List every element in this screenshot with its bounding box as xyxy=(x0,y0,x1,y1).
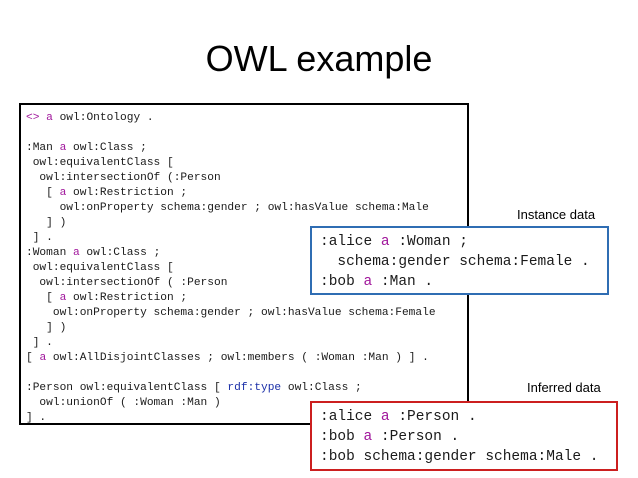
ontology-code-token: <> xyxy=(26,112,47,124)
ontology-code-token: owl:intersectionOf ( :Person xyxy=(26,277,228,289)
instance-code-token: a xyxy=(363,274,373,290)
ontology-code-token: owl:Class ; xyxy=(281,382,362,394)
ontology-code-token: [ xyxy=(26,292,60,304)
ontology-code-token: [ xyxy=(26,352,40,364)
ontology-code-token: owl:Class ; xyxy=(79,247,161,259)
instance-code-line: :alice a :Woman ; xyxy=(320,232,590,252)
ontology-code-line: ] ) xyxy=(26,216,436,231)
instance-data-box xyxy=(310,226,609,295)
ontology-code-token: ] . xyxy=(26,412,47,424)
instance-code-token: :Man . xyxy=(372,274,434,290)
ontology-code-token: owl:equivalentClass [ xyxy=(26,157,174,169)
ontology-code-line xyxy=(26,126,436,141)
inferred-code-line: :alice a :Person . xyxy=(320,407,598,427)
ontology-code-token: a xyxy=(39,352,47,364)
ontology-code-line: [ a owl:AllDisjointClasses ; owl:members… xyxy=(26,351,436,366)
ontology-code-token: rdf:type xyxy=(227,382,282,394)
ontology-code-token: owl:Ontology . xyxy=(52,112,154,124)
ontology-code-token: owl:AllDisjointClasses ; owl:members ( :… xyxy=(46,352,429,364)
slide-title: OWL example xyxy=(205,38,433,79)
ontology-code-token: owl:Class ; xyxy=(66,142,147,154)
ontology-code-line: :Man a owl:Class ; xyxy=(26,141,436,156)
inferred-code-line: :bob a :Person . xyxy=(320,427,598,447)
ontology-code-token: [ xyxy=(26,187,60,199)
ontology-code-token: a xyxy=(59,187,67,199)
ontology-code-line: owl:intersectionOf ( :Person xyxy=(26,276,436,291)
ontology-code-line xyxy=(26,366,436,381)
ontology-code-token: owl:onProperty schema:gender ; owl:hasVa… xyxy=(26,202,429,214)
ontology-code-line: owl:onProperty schema:gender ; owl:hasVa… xyxy=(26,306,436,321)
ontology-code-line: [ a owl:Restriction ; xyxy=(26,291,436,306)
inferred-code-token: :Person . xyxy=(389,409,477,425)
ontology-code-token: owl:Restriction ; xyxy=(66,187,188,199)
ontology-code-token: ] ) xyxy=(26,217,67,229)
ontology-code-line: [ a owl:Restriction ; xyxy=(26,186,436,201)
ontology-code-line: owl:unionOf ( :Woman :Man ) xyxy=(26,396,436,411)
inferred-code-token: :alice xyxy=(320,409,381,425)
ontology-code-token: a xyxy=(46,112,53,124)
ontology-code-token: a xyxy=(59,142,67,154)
ontology-code-token: a xyxy=(59,292,67,304)
instance-data-label: Instance data xyxy=(517,207,596,222)
ontology-code-token: :Woman xyxy=(26,247,73,259)
ontology-code-token: ] ) xyxy=(26,322,67,334)
ontology-code-token: a xyxy=(73,247,80,259)
inferred-data-label: Inferred data xyxy=(527,380,601,395)
ontology-code-token: owl:unionOf ( :Woman :Man ) xyxy=(26,397,221,409)
instance-code-line: schema:gender schema:Female . xyxy=(320,252,590,272)
instance-code-line: :bob a :Man . xyxy=(320,272,590,292)
instance-code-token: a xyxy=(380,234,390,250)
ontology-code-token: ] . xyxy=(26,232,53,244)
ontology-code-line: owl:equivalentClass [ xyxy=(26,261,436,276)
ontology-code-line: ] ) xyxy=(26,321,436,336)
ontology-code-line: owl:equivalentClass [ xyxy=(26,156,436,171)
instance-data-code: :alice a :Woman ; schema:gender schema:F… xyxy=(320,232,590,292)
ontology-code-token: owl:onProperty schema:gender ; owl:hasVa… xyxy=(26,307,436,319)
ontology-code-line: ] . xyxy=(26,336,436,351)
instance-code-token: :alice xyxy=(320,234,381,250)
inferred-code-token: :Person . xyxy=(372,429,460,445)
inferred-code-token: :bob schema:gender schema:Male . xyxy=(320,449,599,465)
ontology-code-token: owl:intersectionOf (:Person xyxy=(26,172,221,184)
ontology-code-line: <> a owl:Ontology . xyxy=(26,111,436,126)
instance-code-token: :Woman ; xyxy=(389,234,468,250)
inferred-code-token: a xyxy=(380,409,390,425)
inferred-data-box xyxy=(310,401,618,471)
ontology-code-token: ] . xyxy=(26,337,53,349)
ontology-code-token: :Person owl:equivalentClass [ xyxy=(26,382,228,394)
inferred-data-code: :alice a :Person .:bob a :Person .:bob s… xyxy=(320,407,598,467)
ontology-code-token: :Man xyxy=(26,142,60,154)
ontology-code: <> a owl:Ontology . :Man a owl:Class ; o… xyxy=(26,111,436,426)
ontology-code-line: ] . xyxy=(26,411,436,426)
ontology-code-line: owl:intersectionOf (:Person xyxy=(26,171,436,186)
inferred-code-line: :bob schema:gender schema:Male . xyxy=(320,447,598,467)
ontology-code-line: :Woman a owl:Class ; xyxy=(26,246,436,261)
instance-code-token: schema:gender schema:Female . xyxy=(320,254,590,270)
inferred-code-token: :bob xyxy=(320,429,364,445)
inferred-code-token: a xyxy=(363,429,373,445)
ontology-code-line: ] . xyxy=(26,231,436,246)
ontology-code-token: owl:Restriction ; xyxy=(66,292,188,304)
ontology-code-line: :Person owl:equivalentClass [ rdf:type o… xyxy=(26,381,436,396)
ontology-code-token: owl:equivalentClass [ xyxy=(26,262,174,274)
ontology-code-line: owl:onProperty schema:gender ; owl:hasVa… xyxy=(26,201,436,216)
instance-code-token: :bob xyxy=(320,274,364,290)
